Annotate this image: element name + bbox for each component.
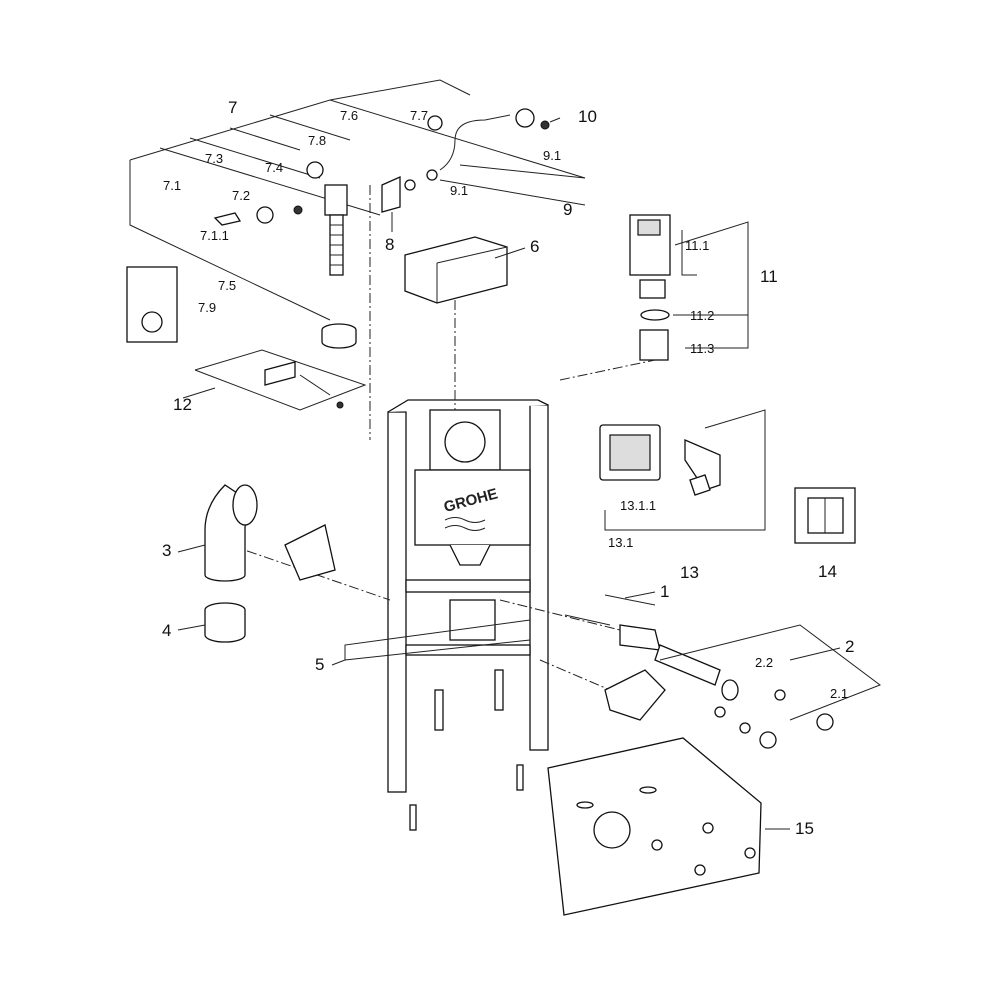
label-1: 1	[660, 582, 669, 601]
label-7-3: 7.3	[205, 151, 223, 166]
hose-9	[404, 108, 550, 191]
label-11-3: 11.3	[690, 341, 714, 356]
label-2-1: 2.1	[830, 686, 848, 701]
label-13-1-1: 13.1.1	[620, 498, 656, 513]
label-9: 9	[563, 200, 572, 219]
sound-insulation-pad-15	[547, 737, 762, 916]
actuator-13	[599, 409, 766, 531]
fill-valve	[213, 161, 357, 349]
label-4: 4	[162, 621, 171, 640]
label-5: 5	[315, 655, 324, 674]
pipes-1-2	[564, 594, 882, 749]
label-13-1: 13.1	[608, 535, 633, 550]
label-8: 8	[385, 235, 394, 254]
group-7-outline	[129, 79, 586, 321]
box-6	[404, 236, 508, 304]
label-11-2: 11.2	[690, 308, 714, 323]
label-2-2: 2.2	[755, 655, 773, 670]
label-11-1: 11.1	[685, 238, 709, 253]
label-7-7: 7.7	[410, 108, 428, 123]
label-15: 15	[795, 819, 814, 838]
assembly-lines	[229, 185, 656, 691]
label-7-4: 7.4	[265, 160, 283, 175]
label-7: 7	[228, 98, 237, 117]
label-7-2: 7.2	[232, 188, 250, 203]
flush-valve-11	[629, 214, 749, 361]
label-7-8: 7.8	[308, 133, 326, 148]
label-11: 11	[760, 267, 778, 286]
callout-labels: 7 7.6 7.7 7.8 10 7.3 7.4 9.1 9.1 9 7.1 7…	[162, 98, 854, 838]
label-10: 10	[578, 107, 597, 126]
group-12-outline	[194, 349, 367, 411]
label-3: 3	[162, 541, 171, 560]
label-9-1a: 9.1	[543, 148, 561, 163]
installation-frame: GROHE	[387, 399, 549, 831]
bend-pipe-3	[204, 484, 336, 582]
label-12: 12	[173, 395, 192, 414]
parts-bag-7-9	[126, 266, 178, 343]
label-6: 6	[530, 237, 539, 256]
connector-4	[204, 602, 246, 643]
label-7-1: 7.1	[163, 178, 181, 193]
label-7-9: 7.9	[198, 300, 216, 315]
bracket-8	[381, 175, 401, 213]
label-9-1b: 9.1	[450, 183, 468, 198]
label-13: 13	[680, 563, 699, 582]
label-7-6: 7.6	[340, 108, 358, 123]
flush-plate-14	[794, 487, 856, 544]
label-2: 2	[845, 637, 854, 656]
label-14: 14	[818, 562, 837, 581]
label-7-5: 7.5	[218, 278, 236, 293]
leader-lines	[177, 117, 841, 830]
label-7-1-1: 7.1.1	[200, 228, 229, 243]
